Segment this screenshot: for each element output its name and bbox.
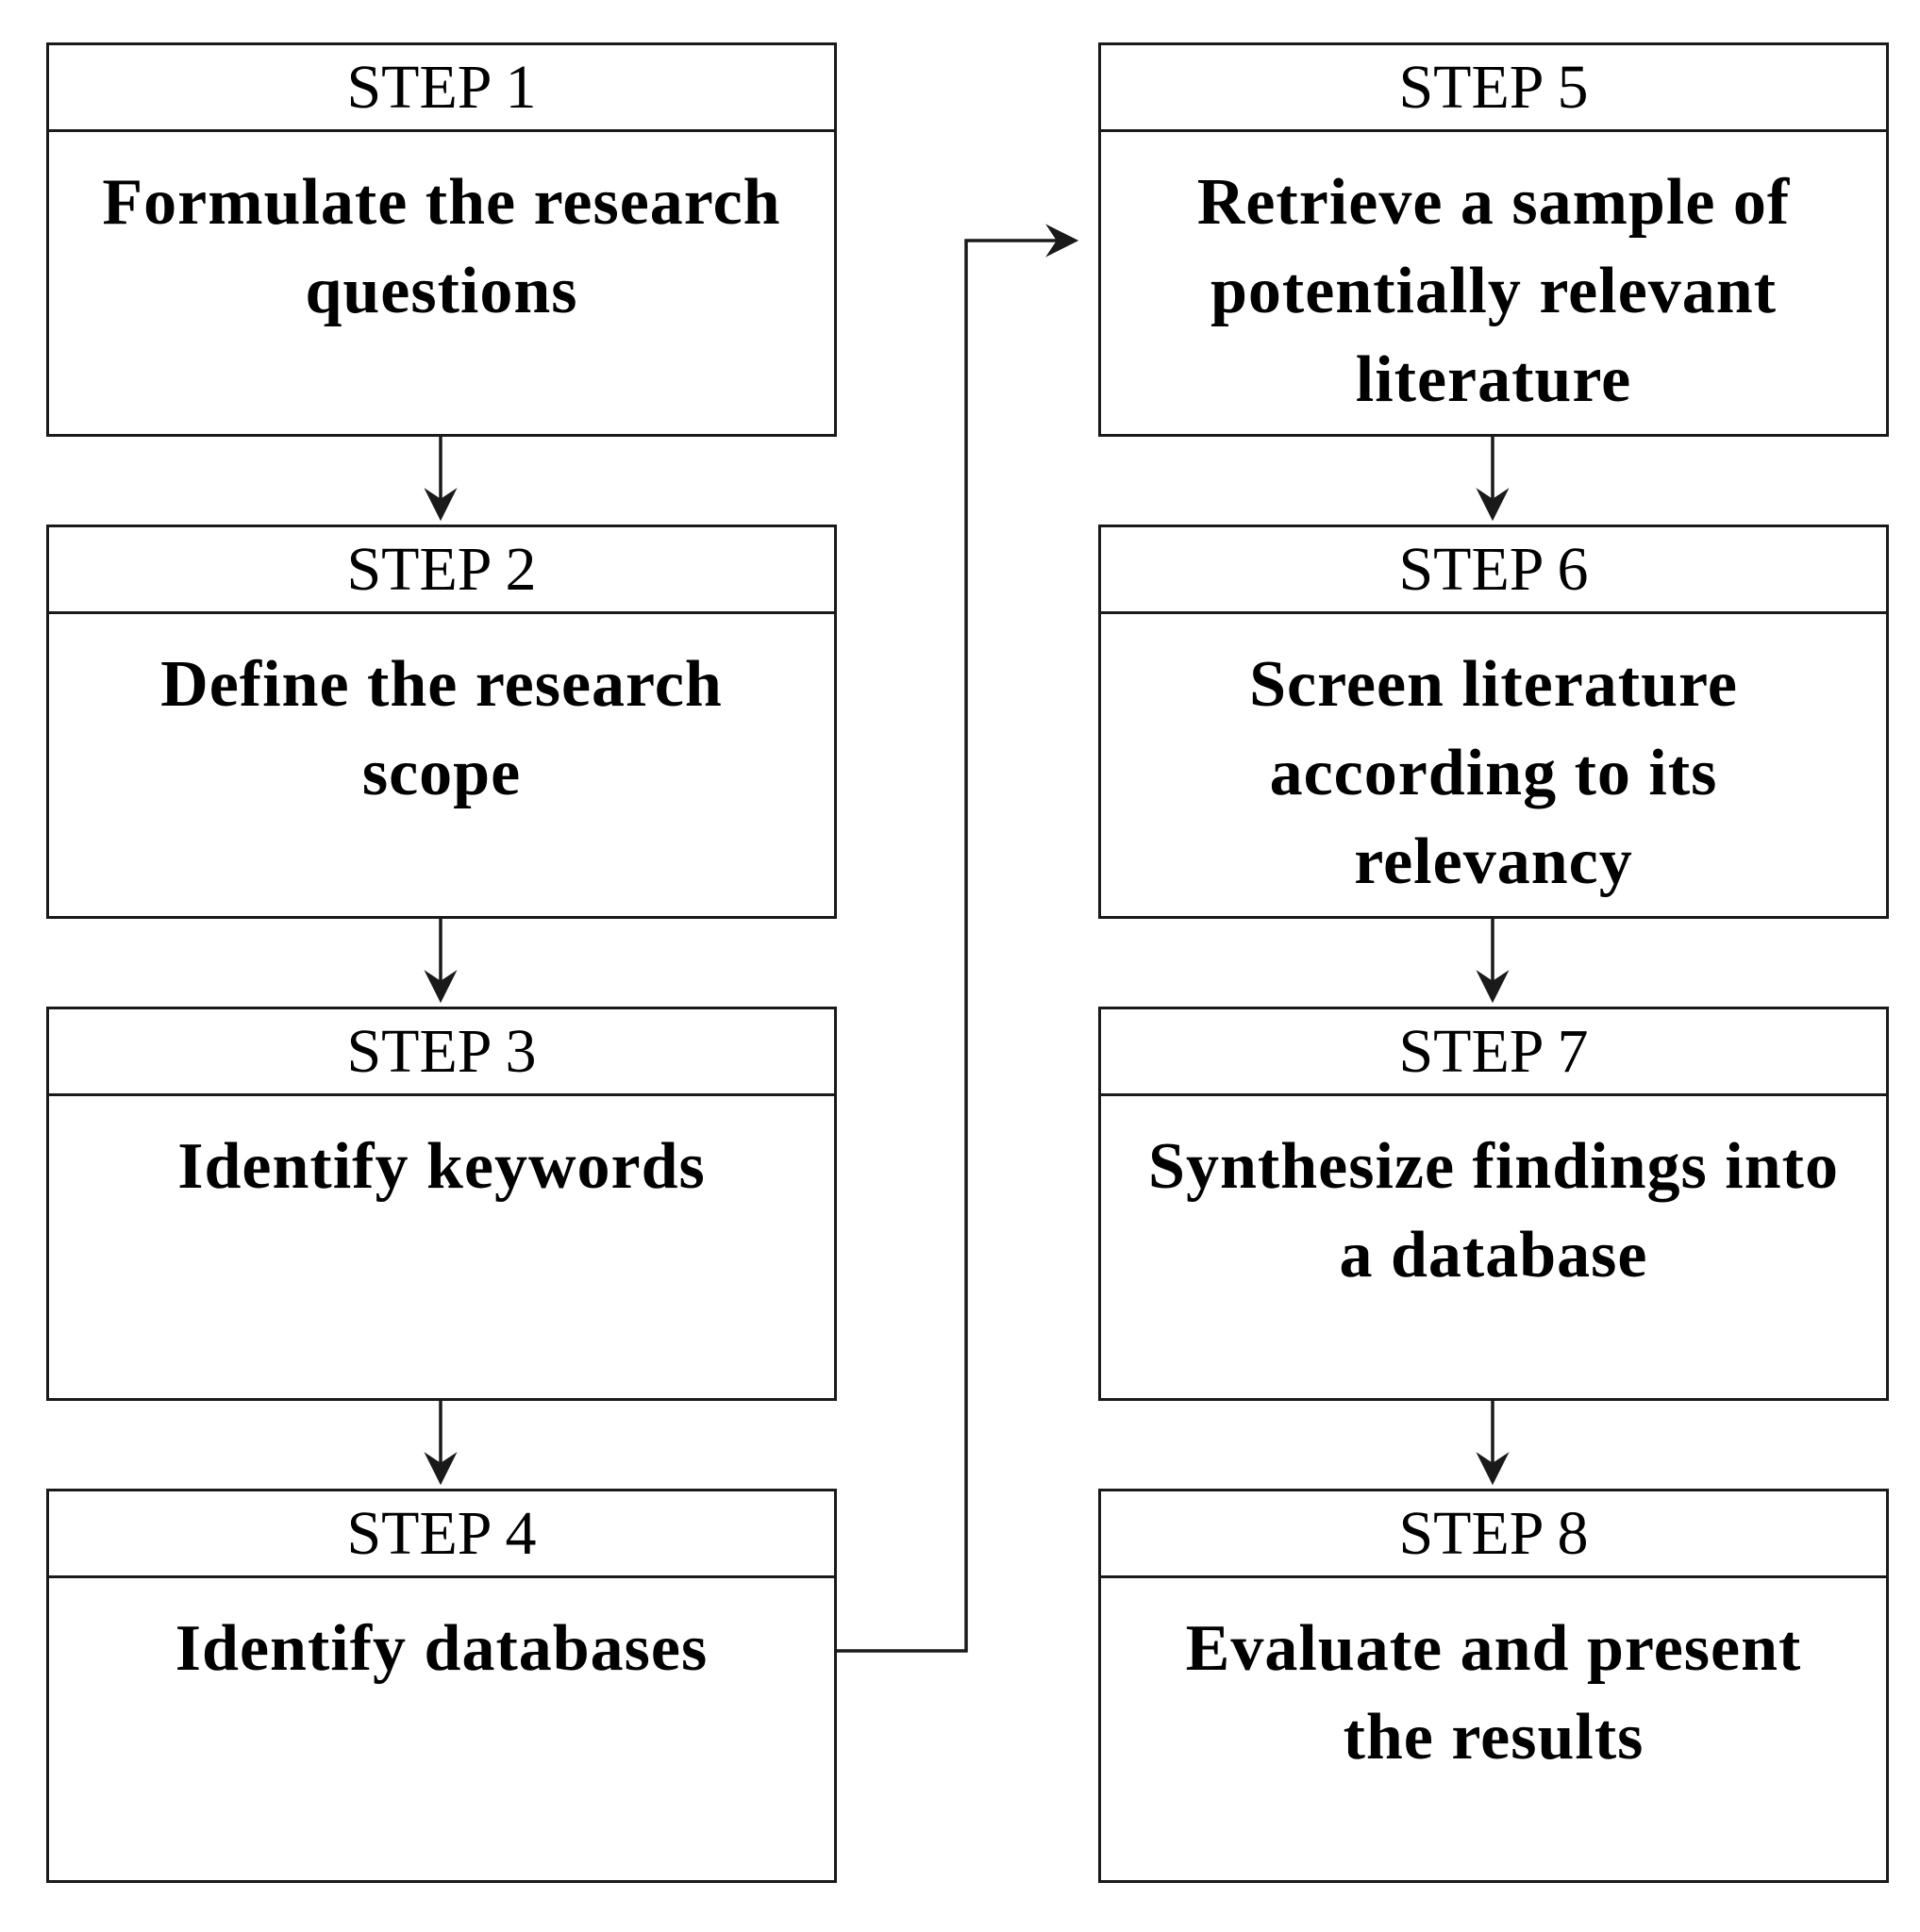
step-2-header: STEP 2 [49,527,834,614]
arrow-step6-to-step7 [1476,919,1510,1004]
step-7-description: Synthesize findings into a database [1148,1130,1839,1291]
step-3-description: Identify keywords [177,1130,706,1203]
step-1-box: STEP 1 Formulate the research questions [46,42,837,437]
arrow-step3-to-step4 [424,1401,458,1486]
step-3-header: STEP 3 [49,1009,834,1096]
arrow-step4-to-step5 [837,224,1079,1653]
step-1-description: Formulate the research questions [102,166,781,327]
arrow-step2-to-step3 [424,919,458,1004]
step-8-box: STEP 8 Evaluate and present the results [1098,1489,1889,1883]
step-5-header: STEP 5 [1101,45,1886,132]
step-7-box: STEP 7 Synthesize findings into a databa… [1098,1007,1889,1401]
step-7-header: STEP 7 [1101,1009,1886,1096]
step-2-box: STEP 2 Define the research scope [46,525,837,919]
arrow-step7-to-step8 [1476,1401,1510,1486]
step-5-box: STEP 5 Retrieve a sample of potentially … [1098,42,1889,437]
step-4-header: STEP 4 [49,1491,834,1578]
step-5-description: Retrieve a sample of potentially relevan… [1196,166,1791,416]
step-8-description: Evaluate and present the results [1185,1612,1802,1774]
step-3-box: STEP 3 Identify keywords [46,1007,837,1401]
step-2-description: Define the research scope [160,648,723,809]
step-6-box: STEP 6 Screen literature according to it… [1098,525,1889,919]
step-4-box: STEP 4 Identify databases [46,1489,837,1883]
step-1-header: STEP 1 [49,45,834,132]
step-6-description: Screen literature according to its relev… [1249,648,1738,898]
arrow-step1-to-step2 [424,437,458,522]
step-8-header: STEP 8 [1101,1491,1886,1578]
step-6-header: STEP 6 [1101,527,1886,614]
arrow-step5-to-step6 [1476,437,1510,522]
step-4-description: Identify databases [175,1612,709,1685]
